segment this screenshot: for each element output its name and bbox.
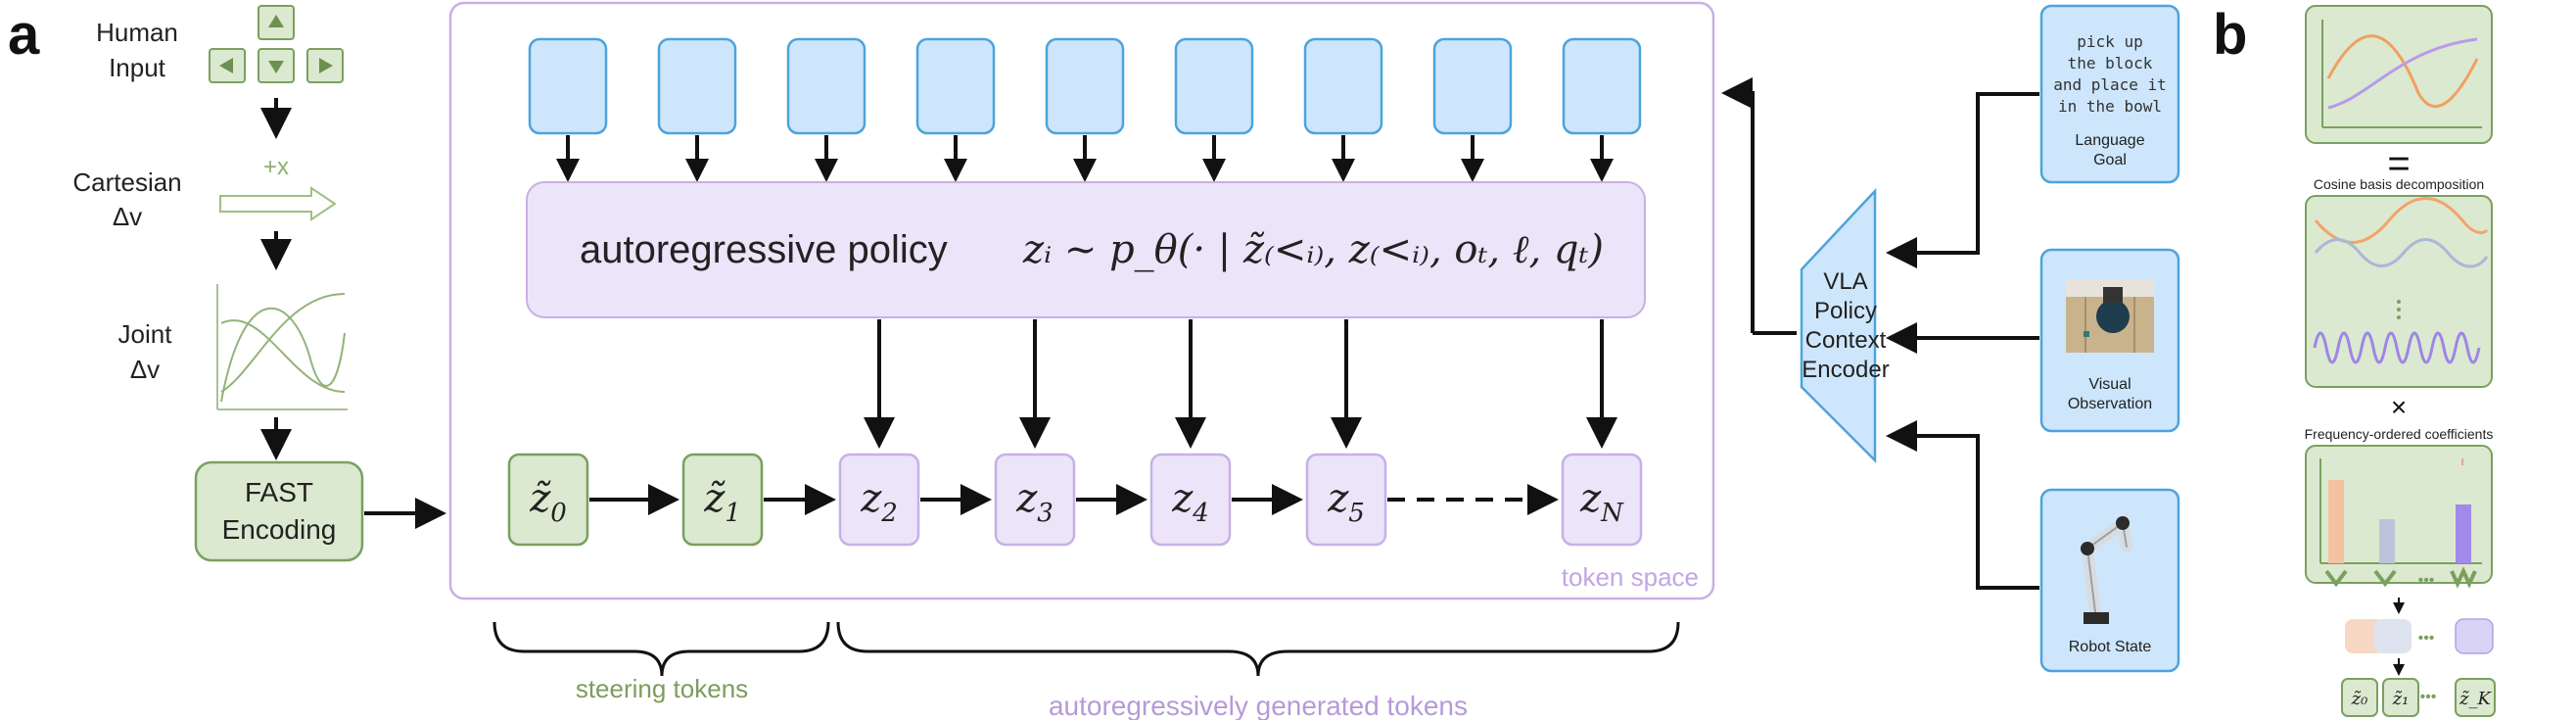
generated-token-box <box>1305 453 1387 547</box>
discrete-token-ellipsis: ••• <box>2420 689 2437 705</box>
encoder-trapezoid <box>1800 187 1877 464</box>
context-token <box>1432 37 1513 135</box>
steering-token-box <box>681 453 764 547</box>
fast-encoding-label-2: Encoding <box>222 514 337 545</box>
human-input-label-1: Human <box>96 18 178 47</box>
robot-state-box <box>2039 488 2180 673</box>
policy-text: autoregressive policy <box>580 228 948 271</box>
coefficients-ellipsis: ••• <box>2418 572 2435 589</box>
frequency-coefficients-label: Frequency-ordered coefficients <box>2305 426 2494 442</box>
coefficient-bars <box>2319 458 2482 589</box>
generated-token-box <box>1149 453 1232 547</box>
mixed-token-ellipsis: ••• <box>2418 630 2435 647</box>
panel-b-letter: b <box>2213 3 2247 67</box>
generated-token: z4 <box>1171 476 1209 528</box>
language-goal-label-1: Language <box>2075 132 2144 149</box>
context-token <box>1045 37 1125 135</box>
arrow-robot-state-to-encoder <box>1886 420 2039 590</box>
cartesian-arrow-icon <box>219 186 337 221</box>
generated-token: z2 <box>860 476 898 528</box>
token-space-label: token space <box>1562 562 1699 592</box>
language-goal-text-2: the block <box>2068 54 2153 72</box>
encoder-label-4: Encoder <box>1802 357 1889 383</box>
context-token <box>786 37 866 135</box>
times-sign: × <box>2391 392 2407 422</box>
generated-token-box <box>1561 453 1643 547</box>
fast-encoding-label-1: FAST <box>245 477 313 507</box>
steering-token: z̃1 <box>703 476 741 528</box>
visual-observation-label-2: Observation <box>2068 396 2152 412</box>
mixed-token <box>2374 619 2412 653</box>
policy-formula: zᵢ ~ p_θ(· | z̃₍<ᵢ₎, z₍<ᵢ₎, oₜ, ℓ, qₜ) <box>1022 227 1604 272</box>
signal-plot-box <box>2305 5 2493 144</box>
context-token <box>1303 37 1383 135</box>
mixed-token <box>2455 618 2494 654</box>
language-goal-text-1: pick up <box>2077 32 2142 51</box>
generated-token-box <box>994 453 1076 547</box>
cartesian-label-1: Cartesian <box>72 168 181 197</box>
discrete-token <box>2455 678 2496 717</box>
generated-brace <box>836 621 1680 677</box>
signal-plot <box>2321 20 2482 128</box>
joint-plot-icon <box>216 284 348 410</box>
discrete-token-label: z̃₀ <box>2351 689 2368 709</box>
plus-x-label: +x <box>263 154 289 180</box>
context-token <box>915 37 996 135</box>
discrete-token-label: z̃₁ <box>2392 689 2410 709</box>
language-goal-box <box>2039 4 2180 184</box>
robot-state-label: Robot State <box>2069 639 2152 655</box>
steering-token: z̃0 <box>529 476 567 528</box>
discrete-token-label: z̃_K <box>2459 689 2492 709</box>
autoregressive-policy-box <box>526 181 1646 318</box>
human-input-label-2: Input <box>109 53 166 82</box>
language-goal-label-2: Goal <box>2093 152 2127 168</box>
context-token <box>528 37 608 135</box>
generated-tokens-label: autoregressively generated tokens <box>1049 691 1468 720</box>
generated-token-box <box>838 453 920 547</box>
generated-token: z3 <box>1015 476 1054 528</box>
encoder-label-3: Context <box>1805 327 1887 354</box>
steering-token-box <box>507 453 589 547</box>
generated-token: zN <box>1579 476 1624 528</box>
encoder-label-1: VLA <box>1823 268 1867 295</box>
context-token <box>1562 37 1642 135</box>
discrete-token <box>2341 678 2378 717</box>
robot-arm-icon <box>2081 512 2132 624</box>
context-token <box>657 37 737 135</box>
fast-encoding-box <box>194 460 364 562</box>
generated-token: z5 <box>1327 476 1365 528</box>
cosine-basis-label: Cosine basis decomposition <box>2314 176 2484 192</box>
coefficients-box <box>2305 445 2493 584</box>
context-token <box>1174 37 1254 135</box>
joint-label-1: Joint <box>118 319 173 349</box>
language-goal-text-4: in the bowl <box>2058 97 2162 116</box>
equals-sign: = <box>2387 142 2410 185</box>
camera-image <box>2066 279 2154 353</box>
cosine-basis-plot <box>2313 197 2489 364</box>
cartesian-label-2: Δv <box>113 202 142 231</box>
panel-a-letter: a <box>8 3 40 67</box>
policy-output-arrows <box>864 319 1617 449</box>
steering-tokens-label: steering tokens <box>576 674 748 703</box>
arrow-language-to-encoder <box>1886 92 2039 268</box>
language-goal-text-3: and place it <box>2053 75 2167 94</box>
context-token-arrows <box>556 135 1614 182</box>
encoder-label-2: Policy <box>1814 298 1877 324</box>
steering-brace <box>492 621 830 677</box>
visual-observation-label-1: Visual <box>2088 376 2131 393</box>
arrow-encoder-to-token-space <box>1721 77 1755 333</box>
discrete-token <box>2382 678 2419 717</box>
dpad-icon <box>209 5 344 83</box>
context-tokens <box>528 37 1642 135</box>
joint-label-2: Δv <box>130 355 160 384</box>
